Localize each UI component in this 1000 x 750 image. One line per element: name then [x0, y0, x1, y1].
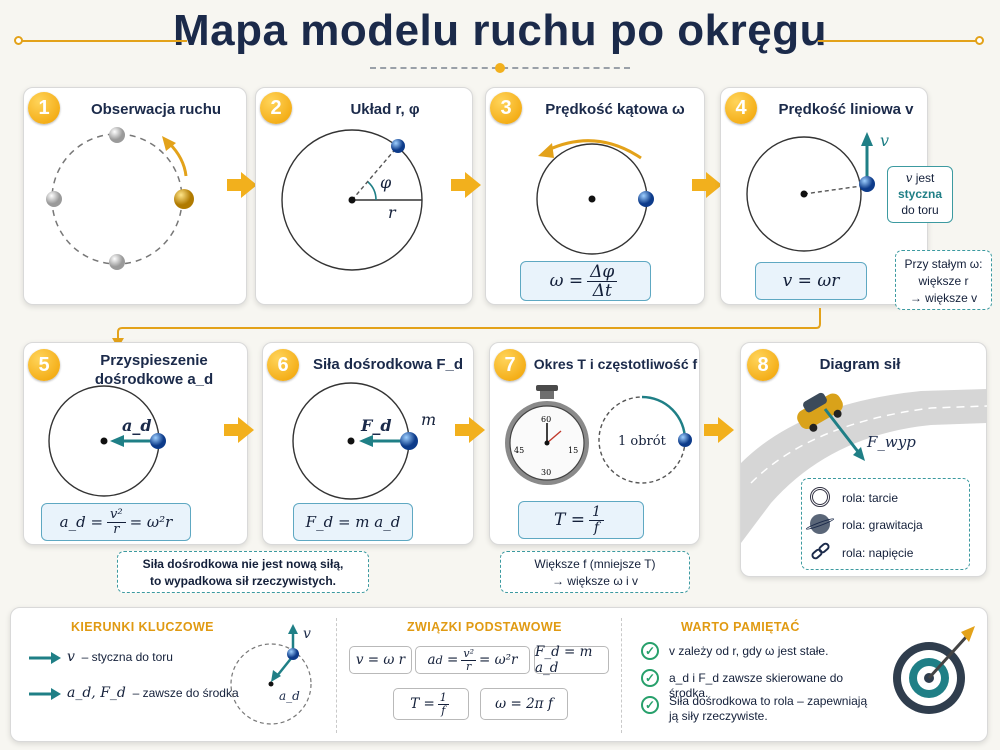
ad-label: a_d: [122, 416, 152, 435]
flow-arrow: [224, 417, 254, 443]
car-road-diagram: F_wyp: [741, 389, 988, 543]
key-ad-label: a_d: [279, 689, 300, 703]
card-title: Siła dośrodkowa F_d: [312, 356, 464, 373]
tire-icon: [810, 487, 830, 507]
remember-item-2: a_d i F_d zawsze skierowane do środka.: [669, 671, 844, 700]
step-number: 1: [28, 92, 60, 124]
key-v-label: v: [303, 626, 311, 642]
card-4-linear-velocity: 4 Prędkość liniowa v v v jest styczna do…: [720, 87, 953, 305]
card-title: Obserwacja ruchu: [90, 101, 222, 118]
relation-omega: ω = 2π f: [480, 688, 568, 720]
dial-45: 45: [514, 446, 524, 455]
heading-remember: WARTO PAMIĘTAĆ: [681, 620, 800, 634]
dial-60: 60: [541, 415, 551, 424]
coordinates-diagram: φ r: [281, 129, 423, 271]
divider: [336, 618, 337, 733]
roles-box: rola: tarcie rola: grawitacja rola: napi…: [801, 478, 970, 570]
check-icon: ✓: [641, 642, 659, 660]
key-directions-diagram: v a_d: [230, 624, 312, 725]
title-rule-dot: [14, 36, 23, 45]
flow-arrow: [704, 417, 734, 443]
step-number: 3: [490, 92, 522, 124]
mass-label: m: [421, 410, 436, 429]
direction-arrows: [29, 652, 61, 700]
role-tension: rola: napięcie: [842, 546, 914, 560]
chain-icon: [809, 541, 832, 562]
heading-basic-relations: ZWIĄZKI PODSTAWOWE: [407, 620, 562, 634]
fwyp-label: F_wyp: [866, 433, 916, 451]
formula-fd: F_d = m a_d: [293, 503, 413, 541]
card-title: Prędkość kątowa ω: [545, 101, 685, 118]
title-rule-dot: [975, 36, 984, 45]
divider: [621, 618, 622, 733]
card-2-coordinates: 2 Układ r, φ φ r: [255, 87, 473, 305]
step-number: 2: [260, 92, 292, 124]
key-v: v – styczna do toru: [67, 649, 173, 665]
step-number: 6: [267, 349, 299, 381]
check-icon: ✓: [641, 696, 659, 714]
step-number: 8: [747, 349, 779, 381]
fd-label: F_d: [360, 416, 392, 435]
key-ad-fd: a_d, F_d – zawsze do środka: [67, 685, 239, 701]
car-icon: [797, 392, 843, 432]
title-dash-dot: [495, 63, 505, 73]
card-1-observation: 1 Obserwacja ruchu: [23, 87, 247, 305]
note-centripetal-force: Siła dośrodkowa nie jest nową siłą, to w…: [117, 551, 369, 593]
flow-arrow: [692, 172, 722, 198]
step-number: 4: [725, 92, 757, 124]
role-gravity: rola: grawitacja: [842, 518, 923, 532]
card-title: Diagram sił: [819, 356, 901, 373]
page-title: Mapa modelu ruchu po okręgu: [173, 6, 827, 55]
card-7-period-frequency: 7 Okres T i częstotliwość f 60 15 30 45 …: [489, 342, 700, 545]
note-constant-omega: Przy stałym ω: większe r → większe v: [895, 250, 992, 310]
planet-icon: [805, 514, 835, 534]
remember-item-1: v zależy od r, gdy ω jest stałe.: [669, 644, 829, 658]
card-title: Układ r, φ: [350, 101, 420, 118]
flow-arrow: [451, 172, 481, 198]
card-title: Przyspieszenie dośrodkowe a_d: [94, 352, 214, 388]
title-rule-right: [818, 40, 978, 42]
remember-item-3: Siła dośrodkowa to rola – zapewniają ją …: [669, 694, 868, 723]
role-friction: rola: tarcie: [842, 491, 899, 505]
target-icon: [893, 626, 975, 714]
flow-arrow: [455, 417, 485, 443]
step-number: 7: [494, 349, 526, 381]
relation-fd: F_d = m a_d: [534, 644, 609, 676]
tangent-callout: v jest styczna do toru: [887, 166, 953, 223]
flow-arrow: [227, 172, 257, 198]
angular-velocity-diagram: [536, 139, 654, 255]
card-5-centripetal-acceleration: 5 Przyspieszenie dośrodkowe a_d a_d a_d …: [23, 342, 248, 545]
dial-30: 30: [541, 468, 551, 477]
heading-key-directions: KIERUNKI KLUCZOWE: [71, 620, 214, 634]
observation-diagram: [46, 127, 194, 270]
one-revolution-label: 1 obrót: [618, 434, 667, 449]
card-6-centripetal-force: 6 Siła dośrodkowa F_d F_d m F_d = m a_d: [262, 342, 474, 545]
r-label: r: [388, 203, 397, 222]
summary-panel: KIERUNKI KLUCZOWE v – styczna do toru a_…: [10, 607, 988, 742]
card-8-force-diagram: 8 Diagram sił F_wyp rola: tarcie rola: g…: [740, 342, 988, 577]
card-title: Okres T i częstotliwość f: [533, 356, 698, 372]
title-rule-left: [22, 40, 187, 42]
acceleration-diagram: a_d: [48, 385, 166, 497]
phi-label: φ: [380, 173, 392, 192]
note-frequency: Większe f (mniejsze T) → większe ω i v: [500, 551, 690, 593]
relation-v: v = ω r: [349, 646, 412, 674]
check-icon: ✓: [641, 669, 659, 687]
step-number: 5: [28, 349, 60, 381]
formula-v: v = ωr: [755, 262, 867, 300]
linear-velocity-diagram: v: [746, 131, 889, 252]
force-diagram: F_d m: [292, 382, 436, 500]
dial-15: 15: [568, 446, 578, 455]
card-title: Prędkość liniowa v: [778, 101, 914, 118]
stopwatch-diagram: 60 15 30 45 1 obrót: [505, 385, 692, 485]
v-label: v: [880, 131, 889, 150]
